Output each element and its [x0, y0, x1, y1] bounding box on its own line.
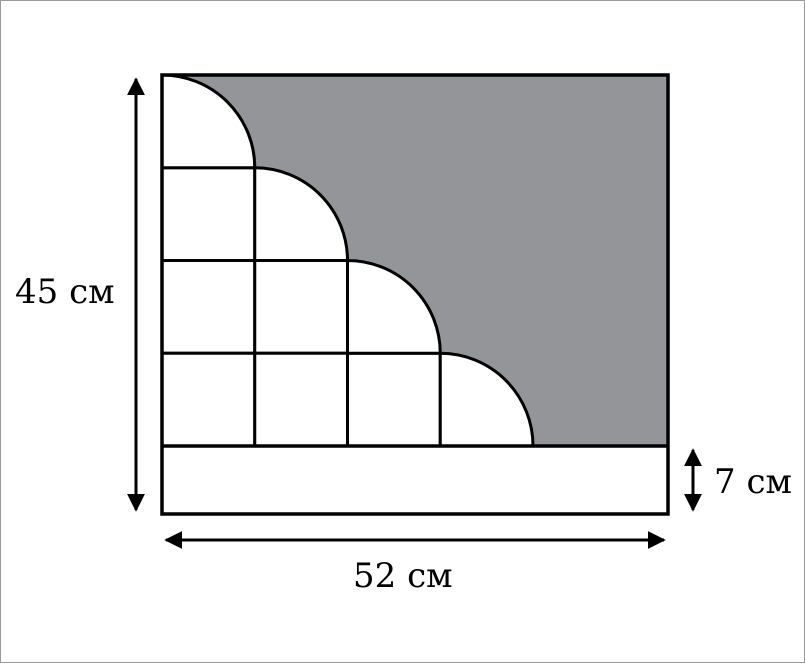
quarter-circle-arcs — [160, 73, 535, 448]
quarter-circle — [438, 351, 535, 448]
shaded-region — [162, 75, 668, 446]
width-label: 52 см — [353, 556, 453, 596]
grid-cell — [253, 259, 349, 355]
height-label: 45 см — [15, 272, 115, 312]
grid-cell — [253, 351, 349, 448]
quarter-circle — [160, 73, 257, 170]
grid-cell — [160, 166, 257, 262]
grid-cell — [346, 351, 442, 448]
quarter-circle — [253, 166, 349, 262]
strip-height-label: 7 см — [714, 462, 792, 502]
quarter-circle — [346, 259, 442, 355]
grid-cell — [160, 259, 257, 355]
outer-rectangle — [160, 73, 670, 516]
grid-cell — [160, 351, 257, 448]
